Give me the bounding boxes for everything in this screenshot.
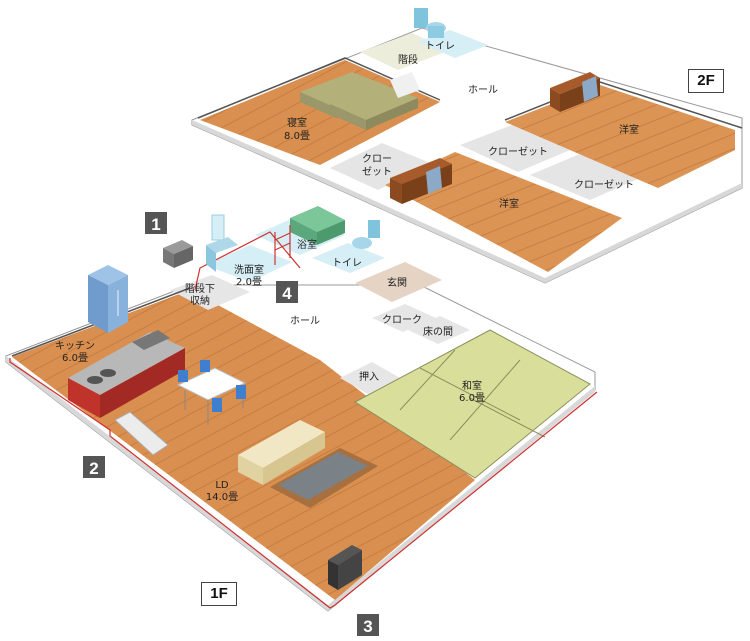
1f-label-cloak: クローク [382,314,422,326]
1f-label-japanese-name: 和室 [462,379,482,392]
1f-label-washroom-name: 洗面室 [234,263,264,276]
2f-label-closet-a-1: クロー [362,153,392,165]
1f-heater-box [328,545,362,590]
1f-refrigerator [88,265,128,333]
floor-tag-1f: 1F [201,582,237,606]
1f-under-stairs-floor [170,275,250,310]
2f-label-bedroom-name: 寝室 [287,116,307,129]
1f-japanese-room-floor [354,329,591,479]
2f-closet-b-floor [460,125,570,172]
marker-2: 2 [83,456,105,478]
2f-label-closet-a-2: ゼット [362,166,392,178]
1f-label-japanese-size: 6.0畳 [459,392,485,404]
2f-closet-c-floor [530,153,640,200]
1f-label-ld-size: 14.0畳 [206,491,238,503]
svg-text:3: 3 [363,617,372,636]
1f-bathtub [290,206,345,245]
1f-label-tokonoma: 床の間 [423,325,453,338]
1f-label-ld-name: LD [215,480,229,491]
2f-desk-b [390,158,452,204]
2f-label-western-b: 洋室 [499,197,519,210]
1f-label-kitchen-size: 6.0畳 [62,352,88,364]
2f-label-western-a: 洋室 [619,123,639,136]
1f-cloak-floor [372,304,436,332]
2f-label-toilet: トイレ [425,41,455,52]
2f-label-bedroom-size: 8.0畳 [284,130,310,142]
1f-label-under-stairs-2: 収納 [190,294,210,307]
1f-label-kitchen-name: キッチン [55,340,95,352]
marker-4: 4 [276,281,298,303]
svg-text:1: 1 [151,215,160,234]
2f-toilet-fixture [414,8,446,38]
2f-desk-a [550,72,600,112]
svg-text:2: 2 [89,459,98,478]
1f-unit-box [163,240,193,268]
1f-closet-floor [340,362,400,394]
marker-1: 1 [145,212,167,234]
1f-sofa [238,420,325,485]
1f-toilet-fixture [352,220,380,249]
1f-kitchen-counter [68,330,185,418]
1f-toilet-floor [312,243,385,273]
1f-heater-panel [114,411,169,456]
1f-label-washroom-size: 2.0畳 [236,276,262,288]
first-floor: 洗面室 2.0畳 浴室 トイレ 玄関 階段下 収納 ホール クローク 床の間 キ… [5,206,598,612]
svg-text:4: 4 [282,284,292,303]
second-floor: トイレ 階段 ホール 寝室 8.0畳 クロー ゼット クローゼット クローゼット… [191,8,743,284]
1f-washroom-floor [205,245,292,282]
1f-tokonoma-floor [408,316,470,344]
1f-label-entrance: 玄関 [387,276,407,289]
2f-label-closet-b: クローゼット [488,146,548,158]
1f-label-closet: 押入 [359,370,379,383]
1f-slab-edge [6,356,595,611]
1f-label-hall: ホール [290,315,320,327]
2f-label-hall: ホール [468,84,498,96]
2f-closet-a-floor [330,143,430,190]
marker-3: 3 [357,614,379,636]
floor-tag-2f: 2F [688,69,724,93]
1f-label-under-stairs-1: 階段下 [185,282,215,295]
2f-label-closet-c: クローゼット [574,179,634,191]
1f-washbasin [206,214,238,272]
1f-dining-set [176,360,247,425]
wiring-lines [9,231,598,609]
1f-towel-rack [274,225,291,265]
1f-label-toilet: トイレ [332,258,362,269]
2f-beds [300,72,420,130]
1f-coffee-table [270,448,378,508]
1f-entrance-floor [355,262,442,302]
1f-label-bath: 浴室 [297,238,317,251]
2f-label-stairs: 階段 [398,53,418,66]
